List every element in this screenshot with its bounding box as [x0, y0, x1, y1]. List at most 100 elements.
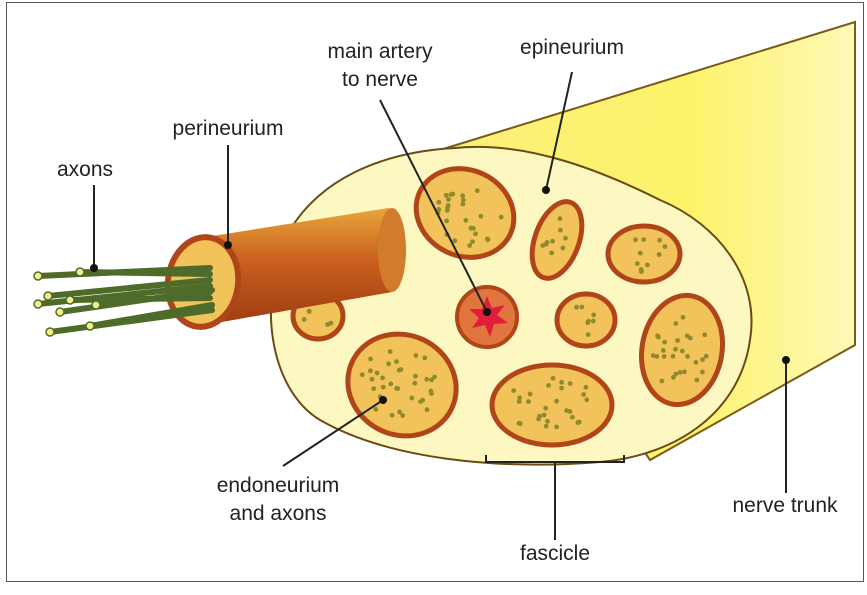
axon-dot [388, 349, 393, 354]
axon-dot [581, 392, 586, 397]
axon-dot [325, 322, 330, 327]
axon-dot [375, 371, 380, 376]
axon-dot [390, 413, 395, 418]
axon-dot [682, 369, 687, 374]
fascicle-upper-right [608, 226, 680, 282]
axon-dot [662, 340, 667, 345]
axon-dot [394, 386, 399, 391]
axon-dot [302, 317, 307, 322]
axon-dot [444, 219, 449, 224]
axon-dot [549, 251, 554, 256]
axon-dot [463, 218, 468, 223]
axon-dot [409, 396, 414, 401]
main-artery [457, 287, 517, 347]
axon-dot [371, 386, 376, 391]
axon-dot [545, 240, 550, 245]
axon-dot [429, 377, 434, 382]
axon-dot [545, 419, 550, 424]
axon-dot [558, 228, 563, 233]
label-main-artery-line2: to nerve [342, 68, 418, 91]
axon-dot [586, 319, 591, 324]
axon-dot [554, 425, 559, 430]
axon-dot [381, 385, 386, 390]
axon-dot [546, 383, 551, 388]
axon-dot [460, 193, 465, 198]
axon-dot [473, 231, 478, 236]
axon-dot [444, 193, 449, 198]
label-endoneurium-line2: and axons [230, 502, 327, 525]
axon-dot [657, 252, 662, 257]
axon-dot [445, 206, 450, 211]
axon-dot [559, 386, 564, 391]
axon-dot [399, 367, 404, 372]
axon-dot [702, 332, 707, 337]
axon-dot [584, 397, 589, 402]
axon-dot [470, 239, 475, 244]
axon-dot [461, 198, 466, 203]
axon-dot [591, 313, 596, 318]
axon-dot [370, 377, 375, 382]
axon-dot [651, 353, 656, 358]
axon-dot [655, 333, 660, 338]
axon-dot [420, 398, 425, 403]
axon-dot [551, 376, 556, 381]
axon-dot [673, 321, 678, 326]
axon-dot [424, 377, 429, 382]
axon-dot [446, 197, 451, 202]
axon-dot [694, 360, 699, 365]
axon-dot [422, 355, 427, 360]
axon-dot [576, 420, 581, 425]
label-endoneurium-line1: endoneurium [217, 474, 340, 497]
axon-dot [663, 244, 668, 249]
axon-dot [307, 309, 312, 314]
axon-dot [536, 417, 541, 422]
axon-dot [563, 236, 568, 241]
label-epineurium: epineurium [520, 36, 624, 59]
axon-dot [450, 192, 455, 197]
axon-dot [700, 370, 705, 375]
axon-dot [544, 424, 549, 429]
axon-dot [657, 238, 662, 243]
axon-dot [499, 215, 504, 220]
axon-dot [638, 251, 643, 256]
axon-dot [635, 261, 640, 266]
axon-dot [429, 389, 434, 394]
fascicle-center-small [557, 294, 615, 346]
axon-dot [360, 372, 365, 377]
axon-dot [685, 334, 690, 339]
axon-dot [388, 382, 393, 387]
axon-dot [413, 374, 418, 379]
label-main-artery-line1: main artery [327, 40, 433, 63]
label-fascicle: fascicle [520, 542, 590, 565]
axon-dot [673, 347, 678, 352]
axon-dot [633, 237, 638, 242]
axon-dot [568, 381, 573, 386]
axon-dot [469, 226, 474, 231]
axon-dot [543, 406, 548, 411]
axon-dot [704, 354, 709, 359]
axon-dot [380, 376, 385, 381]
axon-dot [386, 361, 391, 366]
axon-dot [574, 305, 579, 310]
axon-dot [659, 379, 664, 384]
axon-dot [550, 239, 555, 244]
axon-dot [511, 388, 516, 393]
axon-dot [554, 399, 559, 404]
axon-dot [373, 407, 378, 412]
axon-dot [400, 413, 405, 418]
axon-dot [452, 238, 457, 243]
axon-dot [591, 319, 596, 324]
axon-dot [586, 332, 591, 337]
axon-dot [479, 214, 484, 219]
label-nerve-trunk: nerve trunk [732, 494, 838, 517]
label-perineurium: perineurium [173, 117, 284, 140]
axon-dot [558, 216, 563, 221]
axon-dot [526, 399, 531, 404]
axon-dot [368, 368, 373, 373]
label-axons: axons [57, 158, 113, 181]
axon-dot [678, 370, 683, 375]
axon-dot [584, 385, 589, 390]
axon-dot [695, 378, 700, 383]
axon-dot [559, 380, 564, 385]
